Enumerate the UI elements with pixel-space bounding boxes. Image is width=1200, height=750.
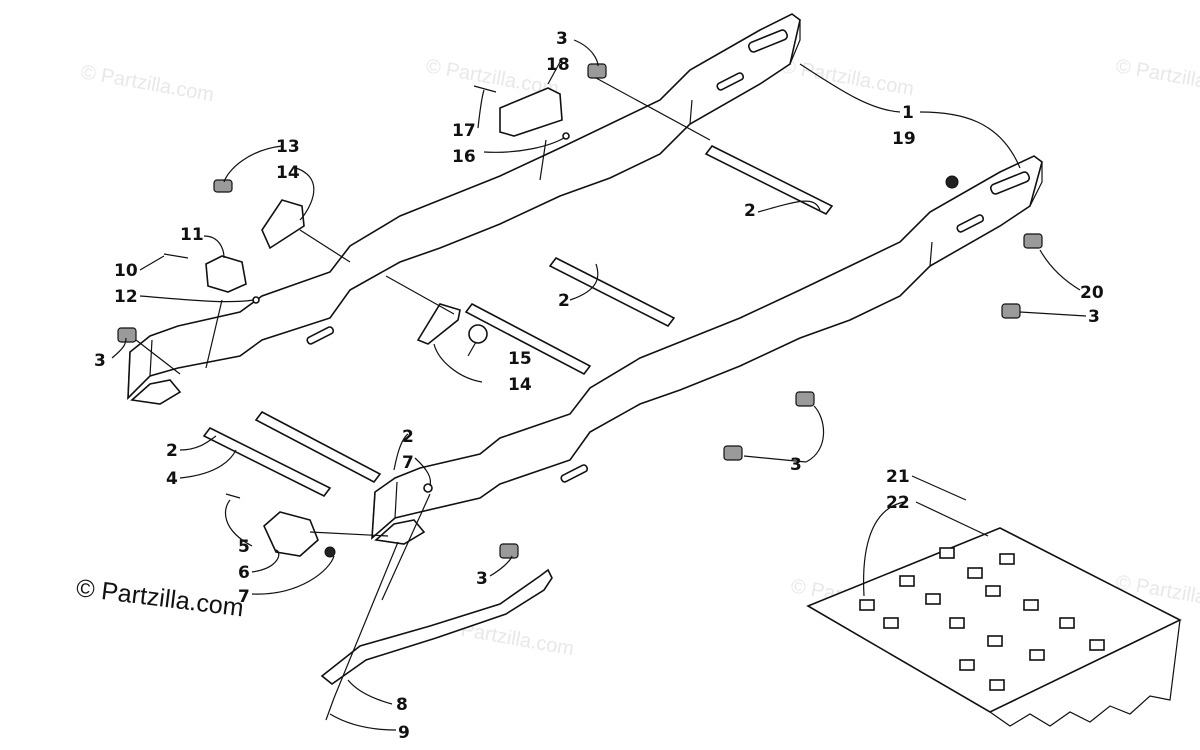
watermark-text: © Partzilla.com [79,61,216,106]
callout-label: 3 [790,455,802,475]
leader-lines [111,39,1087,731]
bracket-icon [416,303,461,345]
nut-icon [324,546,336,558]
callout-label: 19 [892,129,916,149]
callout-label: 3 [556,29,568,49]
callout-label: 7 [402,453,414,473]
callout-label: 9 [398,723,410,743]
callout-label: 17 [452,121,476,141]
cross-shafts [202,144,834,498]
stopper-icon [263,511,319,557]
track-lugs [859,547,1105,691]
bolt-icon [795,391,815,407]
screw-icon [325,697,335,721]
nut-icon [562,132,570,140]
callout-label: 2 [558,291,570,311]
bolt-icon [587,63,607,79]
bumper-icon [499,87,563,137]
callout-label: 13 [276,137,300,157]
callout-label: 20 [1080,283,1104,303]
bolt-icon [213,179,233,193]
callout-label: 5 [238,537,250,557]
callout-label: 2 [166,441,178,461]
pin-icon [473,85,497,93]
brackets [261,199,461,345]
callout-label: 10 [114,261,138,281]
callout-label: 14 [508,375,532,395]
bolt-icon [1001,303,1021,319]
callout-label: 3 [94,351,106,371]
callout-label: 8 [396,695,408,715]
bumper-blocks [205,87,563,293]
bumper-icon [205,255,247,293]
bolt-icon [1023,233,1043,249]
nuts [252,132,959,558]
callout-label: 16 [452,147,476,167]
callout-label: 22 [886,493,910,513]
slide-rail-left [127,13,801,405]
callout-label: 2 [402,427,414,447]
callout-label: 1 [902,103,914,123]
watermark-text: © Partzilla.com [1114,55,1200,100]
bracket-icon [261,199,305,250]
callouts: 1 2 2 2 2 3 3 3 3 3 4 5 6 7 7 8 9 10 11 … [94,29,1104,743]
callout-label: 4 [166,469,178,489]
slide-rail-right [371,155,1043,545]
callout-label: 14 [276,163,300,183]
pin-icon [225,493,241,499]
pin-icon [163,253,189,259]
callout-label: 7 [238,587,250,607]
callout-label: 11 [180,225,204,245]
bolts [117,63,1043,721]
stopper [263,511,319,557]
callout-label: 12 [114,287,138,307]
callout-label: 21 [886,467,910,487]
wear-strip [320,568,553,686]
callout-label: 3 [1088,307,1100,327]
callout-label: 3 [476,569,488,589]
callout-label: 18 [546,55,570,75]
callout-label: 2 [744,201,756,221]
nut-icon [468,324,488,344]
nut-icon [945,175,959,189]
callout-label: 6 [238,563,250,583]
callout-label: 15 [508,349,532,369]
track-section [806,527,1182,727]
nut-icon [423,483,433,493]
bolt-icon [499,543,519,559]
bolt-icon [117,327,137,343]
bolt-icon [723,445,743,461]
